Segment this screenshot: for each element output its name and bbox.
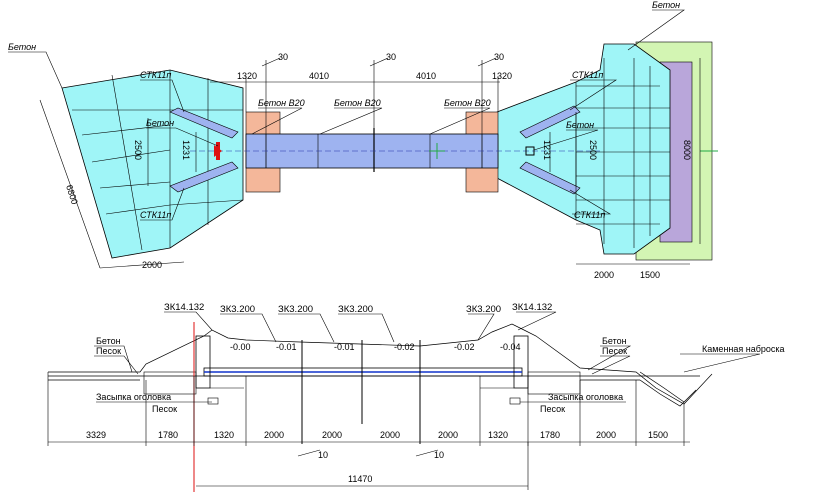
label-kamen: Каменная наброска	[702, 344, 785, 354]
dim-30-c: 30	[494, 52, 504, 62]
dim-2000-b: 2000	[322, 430, 342, 440]
slope-5: -0.02	[454, 342, 475, 352]
dim-2000-right: 2000	[594, 270, 614, 280]
dim-2000-c: 2000	[380, 430, 400, 440]
mark-zk3-1: ЗК3.200	[220, 304, 255, 315]
square-marker-icon	[525, 146, 535, 156]
dim-1231-left: 1231	[181, 140, 191, 160]
label-pesok-left: Песок	[96, 346, 121, 356]
slope-4: -0.02	[394, 342, 415, 352]
ground-left	[48, 323, 713, 405]
label-beton-left: Бетон	[96, 336, 121, 346]
mark-zk14-left: ЗК14.132	[164, 302, 204, 313]
dim-30-b: 30	[386, 52, 396, 62]
slope-6: -0.04	[500, 342, 521, 352]
dim-2000-left: 2000	[142, 260, 162, 270]
label-pesok-left-2: Песок	[152, 404, 177, 414]
mark-zk3-3: ЗК3.200	[338, 304, 373, 315]
dim-2000-e: 2000	[596, 430, 616, 440]
label-b20-2: Бетон В20	[334, 98, 381, 108]
profile-view: ЗК14.132 ЗК3.200 ЗК3.200 ЗК3.200 ЗК3.200…	[47, 302, 785, 492]
dim-2000-d: 2000	[438, 430, 458, 440]
label-beton-left-inner: Бетон	[146, 118, 174, 128]
slope-1: -0.00	[230, 342, 251, 352]
label-zasypka-right: Засыпка оголовка	[548, 392, 623, 402]
left-apron	[61, 69, 244, 259]
dim-6800: 6800	[64, 184, 80, 206]
label-pesok-right: Песок	[602, 346, 627, 356]
dim-1320-right: 1320	[492, 71, 512, 81]
dim-30-a: 30	[278, 52, 288, 62]
dim-1231-right: 1231	[542, 140, 552, 160]
left-wing-lower	[169, 161, 239, 193]
dim-1320-right-p: 1320	[488, 430, 508, 440]
right-wing-lower	[519, 161, 581, 195]
dim-4010-a: 4010	[309, 71, 329, 81]
dim-1500-p: 1500	[648, 430, 668, 440]
label-b20-3: Бетон В20	[444, 98, 491, 108]
label-beton-right: Бетон	[602, 336, 627, 346]
dim-2500-right: 2500	[588, 140, 598, 160]
dim-1780-left: 1780	[158, 430, 178, 440]
plan-view: 30 30 30 1320 4010 4010 1320 6800 2000 2…	[8, 0, 718, 280]
label-beton-tl: Бетон	[8, 42, 36, 52]
dim-1320-left: 1320	[237, 71, 257, 81]
dim-3329: 3329	[86, 430, 106, 440]
top-dimension-chain	[210, 57, 500, 134]
label-stk-bl: СТК11п	[140, 210, 171, 220]
dim-2500-left: 2500	[133, 140, 143, 160]
dim-1320-left-p: 1320	[214, 430, 234, 440]
label-stk-br: СТК11п	[574, 210, 605, 220]
slope-2: -0.01	[276, 342, 297, 352]
left-apron-grid	[72, 70, 244, 251]
mark-zk14-right: ЗК14.132	[512, 302, 552, 313]
dim-1780-right: 1780	[540, 430, 560, 440]
mark-zk3-2: ЗК3.200	[278, 304, 313, 315]
dim-10-a: 10	[318, 450, 328, 460]
mark-zk3-4: ЗК3.200	[466, 304, 501, 315]
dim-1500-right: 1500	[640, 270, 660, 280]
dim-total-11470: 11470	[348, 474, 372, 484]
label-stk-tr: СТК11п	[572, 70, 603, 80]
label-zasypka-left: Засыпка оголовка	[96, 392, 171, 402]
left-wing-upper	[169, 107, 239, 139]
dim-8000: 8000	[682, 140, 692, 160]
label-pesok-right-2: Песок	[540, 404, 565, 414]
label-beton-right-inner: Бетон	[566, 120, 594, 130]
slope-3: -0.01	[334, 342, 355, 352]
dim-10-b: 10	[434, 450, 444, 460]
dim-2000-a: 2000	[264, 430, 284, 440]
right-wing-upper	[519, 105, 581, 139]
label-beton-tr: Бетон	[652, 0, 680, 10]
dim-4010-b: 4010	[416, 71, 436, 81]
label-b20-1: Бетон В20	[258, 98, 305, 108]
label-stk-tl: СТК11п	[140, 70, 171, 80]
